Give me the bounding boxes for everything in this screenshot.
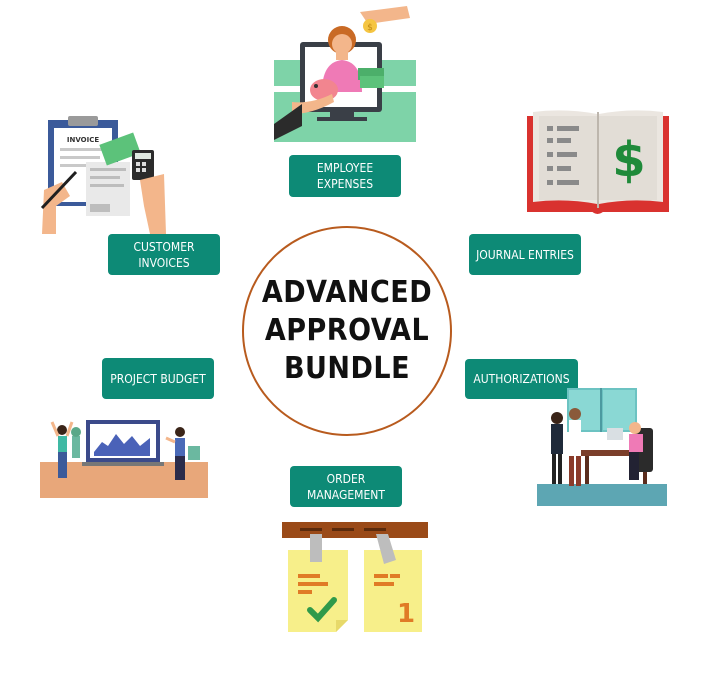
customer-invoices-line2: INVOICES <box>138 255 190 270</box>
customer-invoices-line1: CUSTOMER <box>133 239 195 254</box>
authorizations-line1: AUTHORIZATIONS <box>473 372 570 386</box>
authorizations-label[interactable]: AUTHORIZATIONS <box>465 359 578 399</box>
customer-invoices-label[interactable]: CUSTOMER INVOICES <box>108 234 220 275</box>
order-management-illustration: 1 <box>282 522 428 632</box>
order-management-label[interactable]: ORDER MANAGEMENT <box>290 466 402 507</box>
employee-expenses-line2: EXPENSES <box>316 177 374 191</box>
authorizations-illustration <box>537 388 667 506</box>
employee-expenses-label[interactable]: EMPLOYEE EXPENSES <box>289 155 401 197</box>
journal-entries-label[interactable]: JOURNAL ENTRIES <box>469 234 581 275</box>
order-management-line2: MANAGEMENT <box>307 487 385 502</box>
center-title-line1: ADVANCED <box>261 275 433 310</box>
customer-invoices-illustration: INVOICE <box>40 116 166 234</box>
center-title-line3: BUNDLE <box>283 351 411 386</box>
employee-expenses-line1: EMPLOYEE <box>316 161 374 175</box>
project-budget-line1: PROJECT BUDGET <box>110 371 206 386</box>
project-budget-illustration <box>40 420 208 498</box>
center-title-line2: APPROVAL <box>264 313 430 348</box>
journal-entries-illustration: $ <box>527 110 669 214</box>
invoice-doc-title: INVOICE <box>67 136 99 144</box>
center-circle: ADVANCED APPROVAL BUNDLE <box>242 226 452 436</box>
employee-expenses-illustration: $ <box>274 6 416 142</box>
order-management-line1: ORDER <box>326 471 366 486</box>
project-budget-label[interactable]: PROJECT BUDGET <box>102 358 214 399</box>
journal-entries-line1: JOURNAL ENTRIES <box>476 247 574 262</box>
book-dollar-symbol: $ <box>612 132 645 188</box>
svg-text:$: $ <box>367 23 373 33</box>
ticket-number: 1 <box>397 599 415 629</box>
